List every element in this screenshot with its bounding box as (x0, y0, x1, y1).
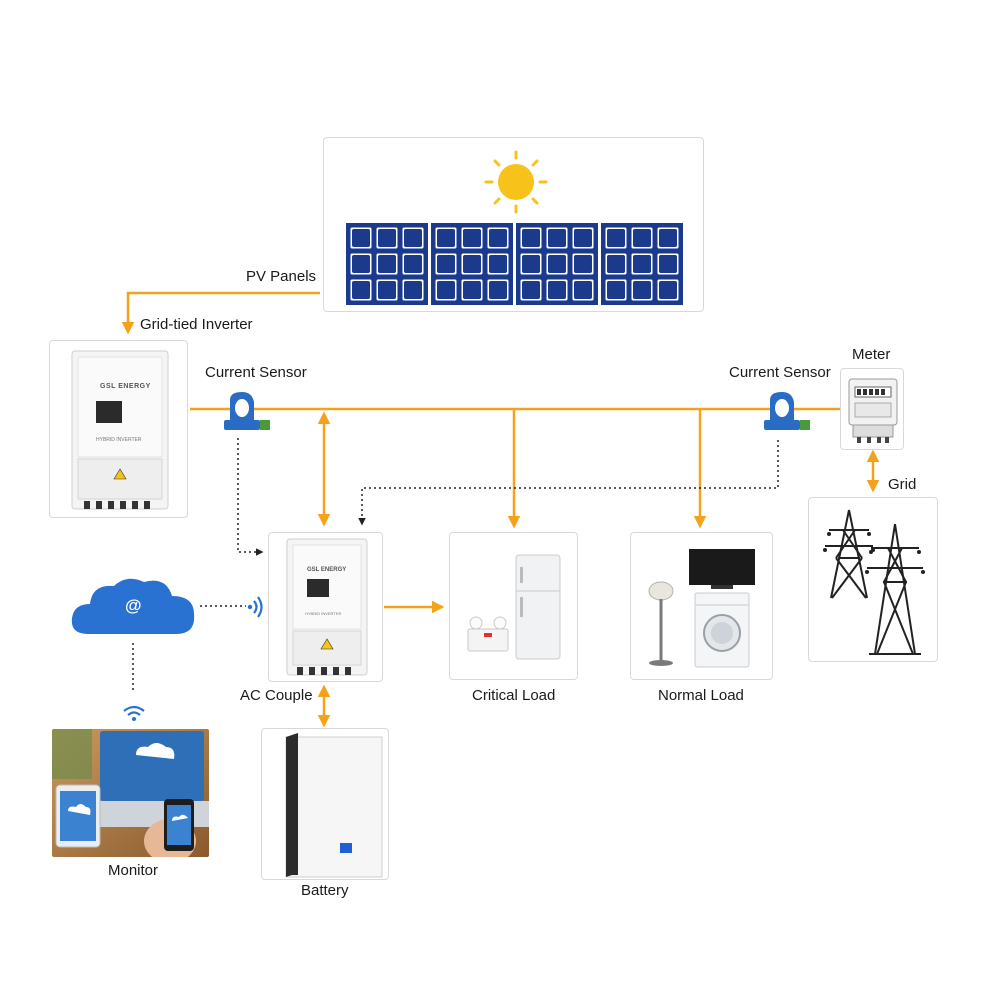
solar-cell-fill (659, 281, 677, 299)
solar-cell-fill (378, 255, 396, 273)
pv-panels-box (323, 137, 704, 312)
emergency-light-icon (467, 616, 509, 652)
solar-cell-fill (437, 255, 455, 273)
solar-cell-fill (463, 281, 481, 299)
wifi-signal-monitor-icon (123, 705, 145, 721)
washing-machine-icon (694, 592, 750, 668)
battery-label: Battery (301, 882, 349, 899)
sun-icon (484, 150, 548, 214)
solar-cell-fill (522, 255, 540, 273)
ac-couple-box: GSL ENERGY HYBRID INVERTER (268, 532, 383, 682)
inverter-brand-text: GSL ENERGY (100, 383, 151, 390)
solar-cell-fill (404, 281, 422, 299)
ac-couple-brand-text: GSL ENERGY (307, 567, 347, 573)
solar-cell-fill (548, 229, 566, 247)
solar-panel-array-icon (346, 223, 683, 305)
solar-cell-fill (607, 255, 625, 273)
solar-cell-fill (574, 229, 592, 247)
solar-cell-fill (352, 229, 370, 247)
solar-cell-fill (489, 255, 507, 273)
solar-cell-fill (548, 281, 566, 299)
critical-load-label: Critical Load (472, 687, 556, 704)
hybrid-inverter-icon (286, 538, 368, 676)
solar-cell-fill (463, 229, 481, 247)
pv-panels-label: PV Panels (246, 268, 317, 285)
solar-cell-fill (607, 281, 625, 299)
solar-cell-fill (633, 255, 651, 273)
grid-tied-inverter-box: GSL ENERGY HYBRID INVERTER (49, 340, 188, 518)
solar-cell-fill (378, 281, 396, 299)
normal-load-label: Normal Load (658, 687, 744, 704)
solar-cell-fill (489, 229, 507, 247)
monitor-label: Monitor (108, 862, 159, 879)
solar-cell-fill (437, 281, 455, 299)
normal-load-box (630, 532, 773, 680)
solar-cell-fill (574, 281, 592, 299)
solar-cell-fill (607, 229, 625, 247)
meter-box (840, 368, 904, 450)
solar-cell-fill (489, 281, 507, 299)
monitor-image (52, 729, 209, 857)
current-sensor-right-icon (764, 392, 810, 430)
television-icon (689, 549, 755, 589)
solar-cell-fill (548, 255, 566, 273)
solar-cell-fill (463, 255, 481, 273)
solar-cell-fill (437, 229, 455, 247)
solar-cell-fill (574, 255, 592, 273)
cloud-symbol-text: @ (125, 596, 142, 615)
critical-load-box (449, 532, 578, 680)
current-sensor-left-icon (224, 392, 270, 430)
meter-label: Meter (852, 346, 891, 363)
solar-cell-fill (659, 255, 677, 273)
solar-cell-fill (378, 229, 396, 247)
solar-cell-fill (522, 229, 540, 247)
battery-icon (285, 733, 383, 878)
solar-cell-fill (352, 281, 370, 299)
power-tower-icon (823, 509, 925, 655)
right-sensor-signal-line (358, 440, 779, 526)
solar-cell-fill (659, 229, 677, 247)
solar-cell-fill (633, 281, 651, 299)
current-sensor-right-label: Current Sensor (729, 364, 831, 381)
current-sensor-left-label: Current Sensor (205, 364, 307, 381)
wifi-signal-icon (247, 596, 263, 618)
left-sensor-signal-line (237, 438, 264, 556)
grid-label: Grid (888, 476, 917, 493)
ac-couple-model-text: HYBRID INVERTER (305, 611, 342, 616)
inverter-icon (71, 350, 169, 510)
inverter-model-text: HYBRID INVERTER (96, 437, 142, 443)
battery-box (261, 728, 389, 880)
solar-cell-fill (352, 255, 370, 273)
solar-cell-fill (404, 229, 422, 247)
grid-box (808, 497, 938, 662)
ac-couple-label: AC Couple (240, 687, 313, 704)
solar-cell-fill (633, 229, 651, 247)
solar-cell-fill (404, 255, 422, 273)
cloud-icon (71, 578, 195, 634)
floor-lamp-icon (648, 581, 674, 666)
solar-cell-fill (522, 281, 540, 299)
refrigerator-icon (515, 554, 561, 660)
grid-tied-inverter-label: Grid-tied Inverter (140, 316, 253, 333)
electric-meter-icon (848, 378, 898, 443)
